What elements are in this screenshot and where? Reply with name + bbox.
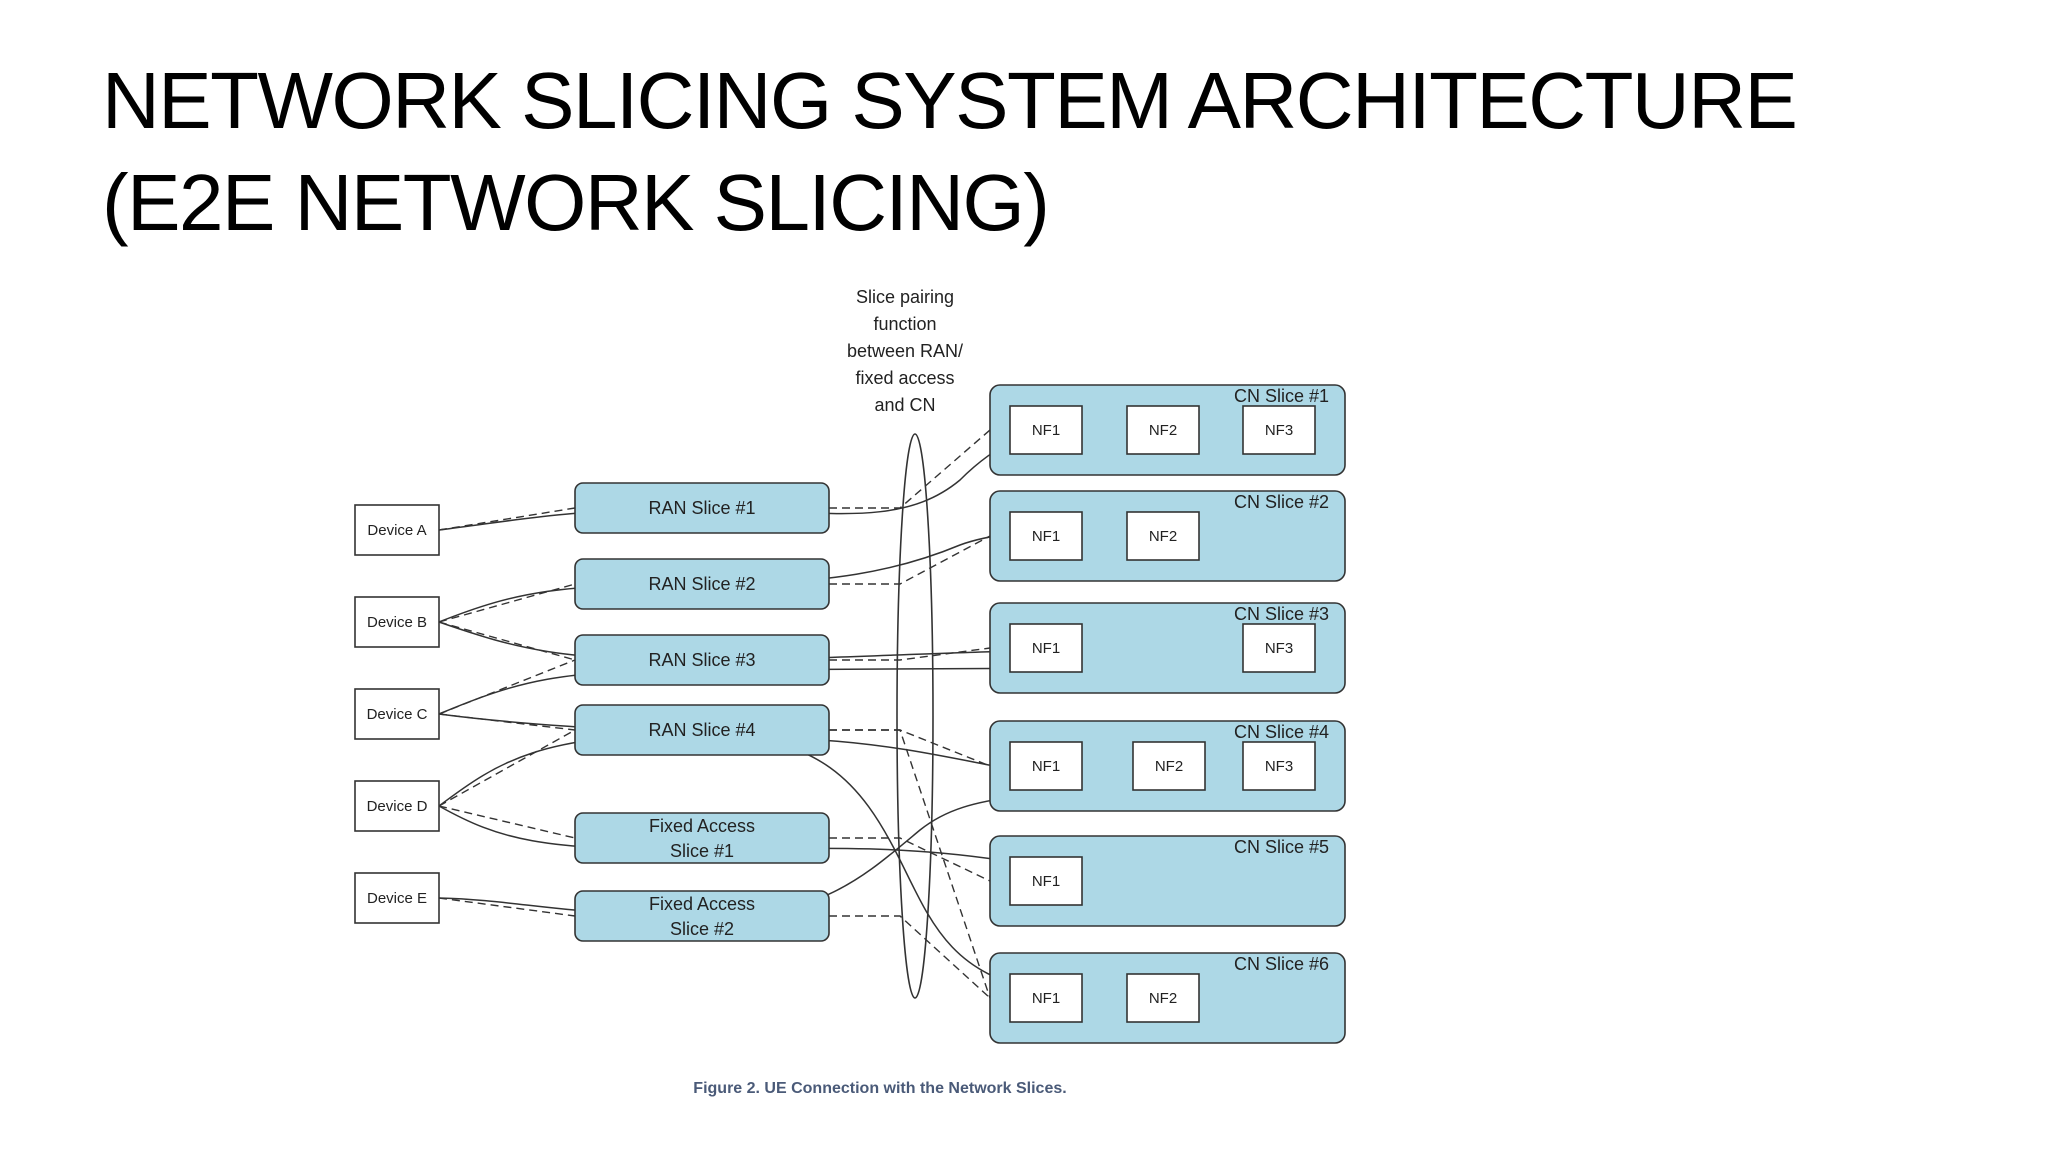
nf-label: NF1 <box>1032 873 1060 890</box>
nf-label: NF1 <box>1032 640 1060 657</box>
dashed-link-device-to-access <box>438 805 576 839</box>
device-label: Device B <box>367 614 427 631</box>
nf-label: NF2 <box>1149 422 1177 439</box>
nf-label: NF1 <box>1032 990 1060 1007</box>
slice-pairing-label-line: function <box>873 314 936 334</box>
nf-box-nf1 <box>1009 741 1083 791</box>
cn-slice-label: CN Slice #4 <box>1234 722 1329 742</box>
slide-title: NETWORK SLICING SYSTEM ARCHITECTURE (E2E… <box>102 50 1798 254</box>
access-slice-label-line-1: Fixed Access <box>649 894 755 914</box>
device-box-c <box>354 688 440 740</box>
nf-label: NF1 <box>1032 422 1060 439</box>
dashed-link-access-to-cn <box>829 535 991 585</box>
text-layer: Device A Device B Device C Device D Device E… <box>367 287 1329 1097</box>
dashed-link-access-to-cn <box>829 915 991 999</box>
device-label: Device E <box>367 890 427 907</box>
cn-slice-label: CN Slice #3 <box>1234 604 1329 624</box>
dashed-link-device-to-access <box>438 621 576 661</box>
device-label: Device C <box>367 706 428 723</box>
boxes-layer <box>354 384 1346 1044</box>
slice-pairing-label-line: Slice pairing <box>856 287 954 307</box>
nf-label: NF3 <box>1265 758 1293 775</box>
slice-pairing-label-line: fixed access <box>855 368 954 388</box>
nf-box-nf2 <box>1126 973 1200 1023</box>
fixed-access-slice-box-1 <box>574 812 830 864</box>
dashed-link-device-to-access <box>438 897 576 917</box>
nf-label: NF3 <box>1265 422 1293 439</box>
access-slice-label: RAN Slice #2 <box>648 574 755 594</box>
cn-slice-label: CN Slice #2 <box>1234 492 1329 512</box>
dashed-link-access-to-cn <box>829 729 991 999</box>
dashed-link-access-to-cn <box>829 429 991 509</box>
access-slice-label: RAN Slice #3 <box>648 650 755 670</box>
slice-pairing-label-line: and CN <box>874 395 935 415</box>
nf-label: NF2 <box>1149 528 1177 545</box>
nf-box-nf1 <box>1009 973 1083 1023</box>
nf-box-nf3 <box>1242 741 1316 791</box>
access-slice-label-line-2: Slice #1 <box>670 841 734 861</box>
access-slice-label-line-2: Slice #2 <box>670 919 734 939</box>
cn-slice-label: CN Slice #5 <box>1234 837 1329 857</box>
device-box-a <box>354 504 440 556</box>
cn-slice-label: CN Slice #6 <box>1234 954 1329 974</box>
nf-box-nf1 <box>1009 511 1083 561</box>
nf-box-nf2 <box>1126 405 1200 455</box>
access-slice-label: RAN Slice #1 <box>648 498 755 518</box>
nf-box-nf1 <box>1009 856 1083 906</box>
nf-box-nf2 <box>1132 741 1206 791</box>
device-label: Device A <box>367 522 426 539</box>
nf-box-nf1 <box>1009 623 1083 673</box>
nf-label: NF1 <box>1032 758 1060 775</box>
nf-label: NF2 <box>1149 990 1177 1007</box>
fixed-access-slice-box-2 <box>574 890 830 942</box>
access-slice-label: RAN Slice #4 <box>648 720 755 740</box>
device-box-d <box>354 780 440 832</box>
device-label: Device D <box>367 798 428 815</box>
figure-caption: Figure 2. UE Connection with the Network… <box>693 1080 1066 1097</box>
dashed-link-access-to-cn <box>829 647 991 661</box>
access-slice-label-line-1: Fixed Access <box>649 816 755 836</box>
slide-title-line-2: (E2E NETWORK SLICING) <box>102 158 1050 247</box>
ran-slice-box-3 <box>574 634 830 686</box>
slide-title-line-1: NETWORK SLICING SYSTEM ARCHITECTURE <box>102 56 1798 145</box>
slice-pairing-label-line: between RAN/ <box>847 341 963 361</box>
nf-label: NF3 <box>1265 640 1293 657</box>
device-box-e <box>354 872 440 924</box>
slice-pairing-ellipse <box>896 433 934 999</box>
ran-slice-box-1 <box>574 482 830 534</box>
cn-slice-label: CN Slice #1 <box>1234 386 1329 406</box>
nf-label: NF2 <box>1155 758 1183 775</box>
nf-box-nf3 <box>1242 623 1316 673</box>
dashed-link-device-to-access <box>438 659 576 715</box>
nf-box-nf2 <box>1126 511 1200 561</box>
dashed-link-device-to-access <box>438 507 576 531</box>
dashed-link-access-to-cn <box>829 837 991 882</box>
nf-box-nf3 <box>1242 405 1316 455</box>
dashed-link-device-to-access <box>438 729 576 807</box>
ran-slice-box-4 <box>574 704 830 756</box>
nf-box-nf1 <box>1009 405 1083 455</box>
nf-label: NF1 <box>1032 528 1060 545</box>
ran-slice-box-2 <box>574 558 830 610</box>
device-box-b <box>354 596 440 648</box>
